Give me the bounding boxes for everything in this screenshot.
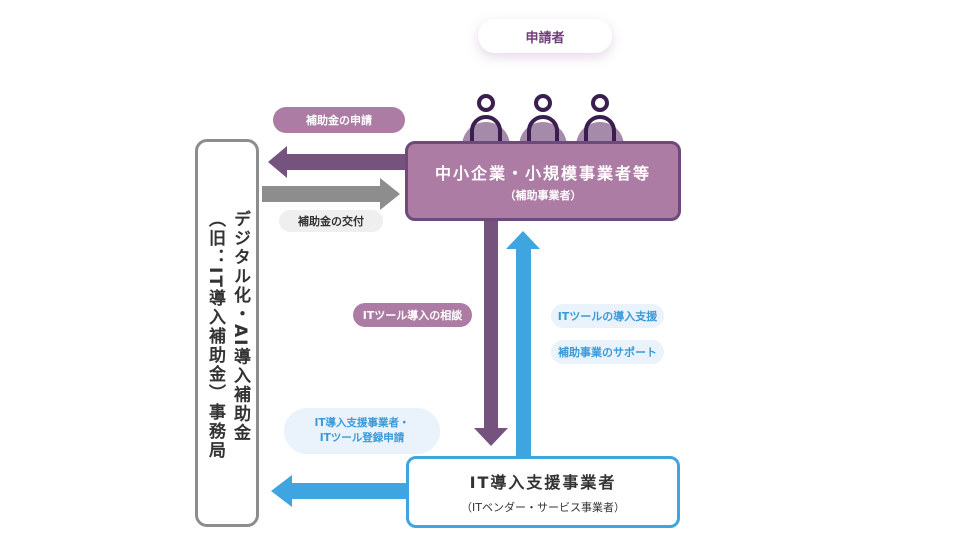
person-icon [519, 94, 567, 146]
sme-subtitle: （補助事業者） [504, 188, 582, 202]
consult-arrow [474, 221, 508, 446]
person-icon [462, 94, 510, 146]
office-box: デジタル化・AI導入補助金 （旧：IT導入補助金）事務局 [195, 139, 259, 527]
applicants-icon [462, 94, 624, 146]
subsidy-support-label: 補助事業のサポート [551, 340, 664, 364]
office-former-name: （旧：IT導入補助金）事務局 [205, 210, 225, 460]
register-label-line1: IT導入支援事業者・ [314, 417, 410, 429]
applicant-label: 申請者 [478, 19, 612, 53]
consult-label: ITツール導入の相談 [353, 303, 472, 327]
support-arrow [506, 231, 540, 458]
vendor-title: IT導入支援事業者 [469, 473, 617, 492]
person-icon [576, 94, 624, 146]
sme-title: 中小企業・小規模事業者等 [434, 163, 651, 183]
tool-support-label: ITツールの導入支援 [551, 304, 664, 328]
apply-label: 補助金の申請 [273, 107, 405, 133]
grant-label: 補助金の交付 [279, 210, 383, 232]
sme-box: 中小企業・小規模事業者等 （補助事業者） [405, 141, 681, 221]
vendor-box: IT導入支援事業者 （ITベンダー・サービス事業者） [406, 456, 680, 528]
grant-arrow [262, 178, 400, 210]
office-name: デジタル化・AI導入補助金 [230, 210, 250, 443]
register-arrow [271, 475, 406, 507]
register-label-line2: ITツール登録申請 [319, 432, 405, 444]
vendor-subtitle: （ITベンダー・サービス事業者） [461, 501, 625, 514]
register-label: IT導入支援事業者・ ITツール登録申請 [284, 408, 440, 454]
apply-arrow [268, 146, 406, 178]
